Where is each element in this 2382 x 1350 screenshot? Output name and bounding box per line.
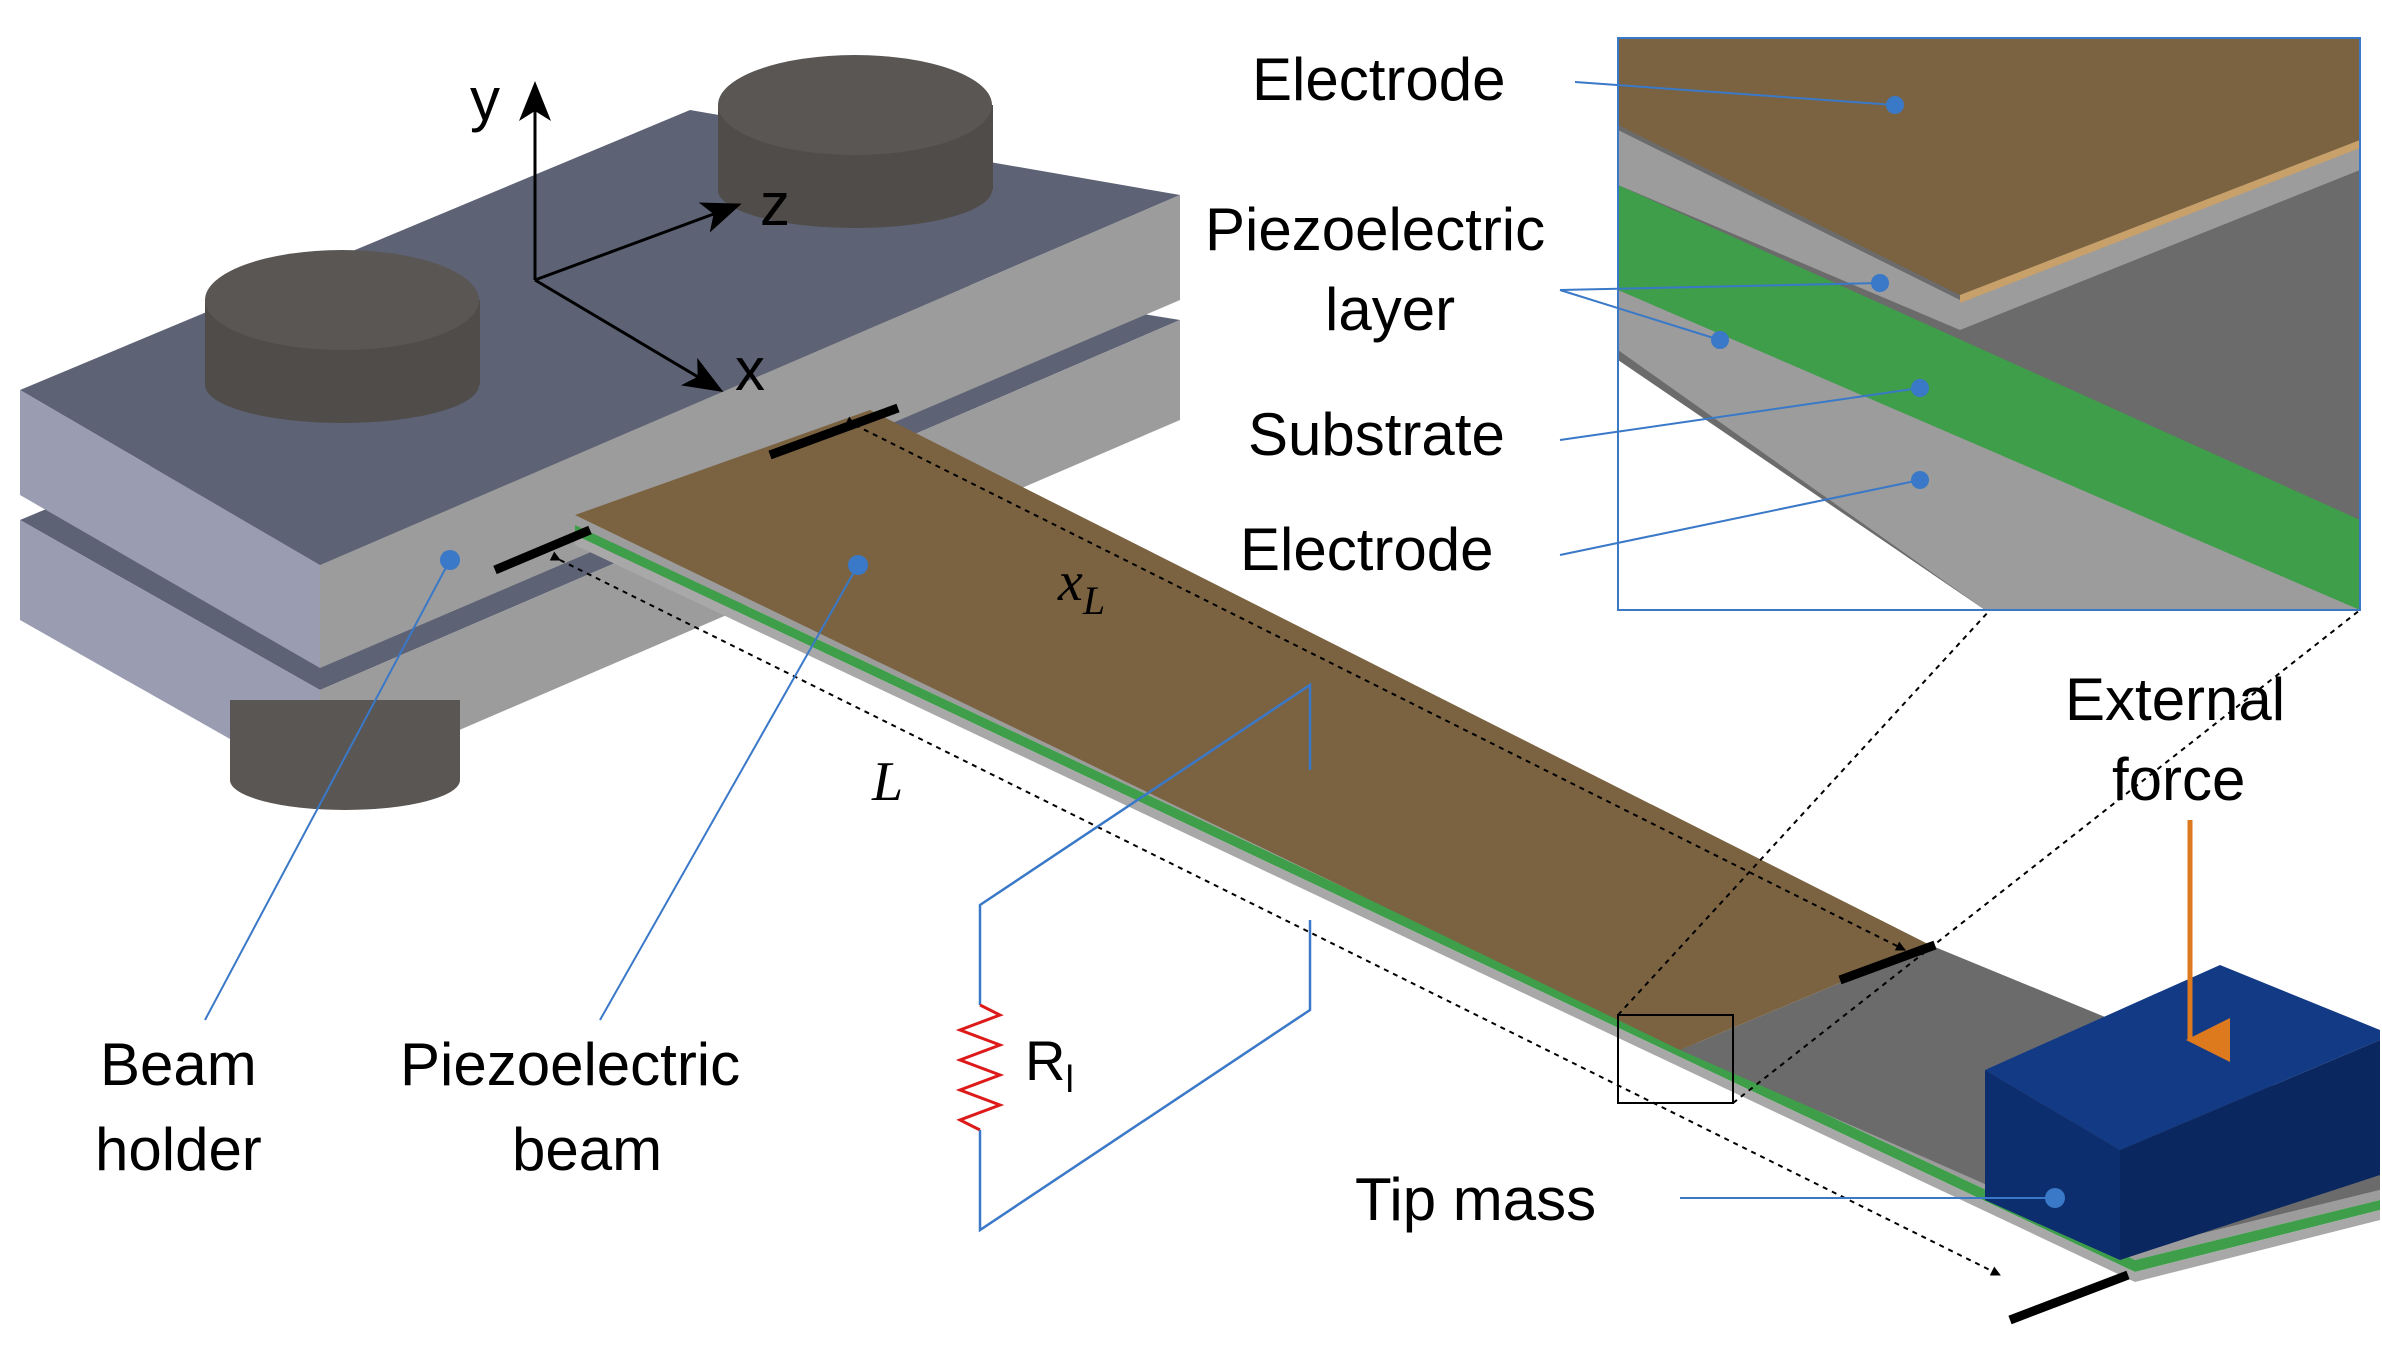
resistor-label: Rl [1025, 1029, 1074, 1101]
piezo-beam-label-1: Piezoelectric [400, 1031, 740, 1098]
external-force: External force [2065, 666, 2285, 1062]
tick-xL-end [1838, 940, 1937, 985]
load-circuit: Rl [955, 682, 1312, 1233]
dim-L-label: L [871, 751, 903, 813]
tip-mass-side [2120, 1040, 2380, 1260]
external-force-label-2: force [2112, 746, 2245, 813]
holder-top-side-face [20, 390, 320, 668]
leader-inset-electrode-bottom [1559, 479, 1921, 556]
leader-inset-substrate [1559, 387, 1921, 441]
axis-y-label: y [470, 66, 500, 133]
leader-beam-holder [204, 559, 451, 1021]
external-force-label-1: External [2065, 666, 2285, 733]
leader-dot-tip-mass [2045, 1188, 2065, 1208]
zoom-line-1 [1617, 609, 1991, 1016]
tick-L-end [2008, 1270, 2130, 1325]
axis-x-label: x [735, 336, 765, 403]
inset-substrate-label: Substrate [1248, 401, 1505, 468]
axis-z-arrow [534, 202, 742, 282]
inset-piezo-label-2: layer [1325, 276, 1455, 343]
coordinate-axes: y z x [470, 66, 790, 403]
circuit-wire [978, 682, 1312, 1005]
main-labels: Beam holder Piezoelectric beam Tip mass [95, 550, 2065, 1233]
tip-mass-top [1985, 965, 2380, 1150]
leader-piezo-beam [599, 564, 859, 1021]
dimension-lines: L xL [493, 403, 2130, 1325]
leader-dot-piezo-a [1871, 274, 1889, 292]
inset-white-bottom [1618, 360, 1985, 610]
holder-cylinder-right [718, 55, 993, 228]
axis-x-arrow [534, 278, 724, 393]
tip-mass-front [1985, 1070, 2120, 1260]
beam-holder-label-1: Beam [100, 1031, 257, 1098]
leader-dot-beam-holder [440, 550, 460, 570]
leader-inset-piezo-b [1559, 289, 1721, 341]
tip-mass [1985, 965, 2380, 1260]
inset-electrode-bottom-label: Electrode [1240, 516, 1493, 583]
leader-inset-piezo-a [1559, 282, 1881, 291]
leader-inset-electrode-top [1574, 81, 1896, 106]
inset-border [1617, 37, 2361, 611]
inset-piezo-label-1: Piezoelectric [1205, 196, 1545, 263]
layer-inset: Electrode Piezoelectric layer Substrate … [1205, 37, 2361, 611]
piezo-beam-label-2: beam [512, 1116, 662, 1183]
inset-substrate [1618, 185, 2360, 610]
zoom-box [1617, 1014, 1734, 1104]
circuit-wire-bottom [978, 920, 1312, 1233]
zoom-line-2 [1732, 609, 2361, 1104]
tick-xL-start [768, 403, 900, 460]
resistor-symbol [955, 1003, 1005, 1132]
leader-dot-substrate [1911, 379, 1929, 397]
inset-top-electrode [1618, 38, 2360, 295]
leader-dot-piezo-b [1711, 331, 1729, 349]
tick-L-start [493, 525, 592, 575]
beam-holder-label-2: holder [95, 1116, 262, 1183]
tip-mass-label: Tip mass [1355, 1166, 1596, 1233]
holder-cylinder-left [205, 250, 480, 423]
axis-z-label: z [760, 171, 790, 238]
inset-top-electrode-edge [1960, 140, 2360, 303]
leader-dot-electrode-bottom [1911, 471, 1929, 489]
holder-bottom-cylinder [230, 700, 460, 810]
leader-dot-piezo-beam [848, 555, 868, 575]
leader-dot-electrode-top [1886, 96, 1904, 114]
zoom-indicator [1617, 609, 2361, 1104]
inset-electrode-top-label: Electrode [1252, 46, 1505, 113]
dim-xL-label: xL [1057, 551, 1105, 623]
